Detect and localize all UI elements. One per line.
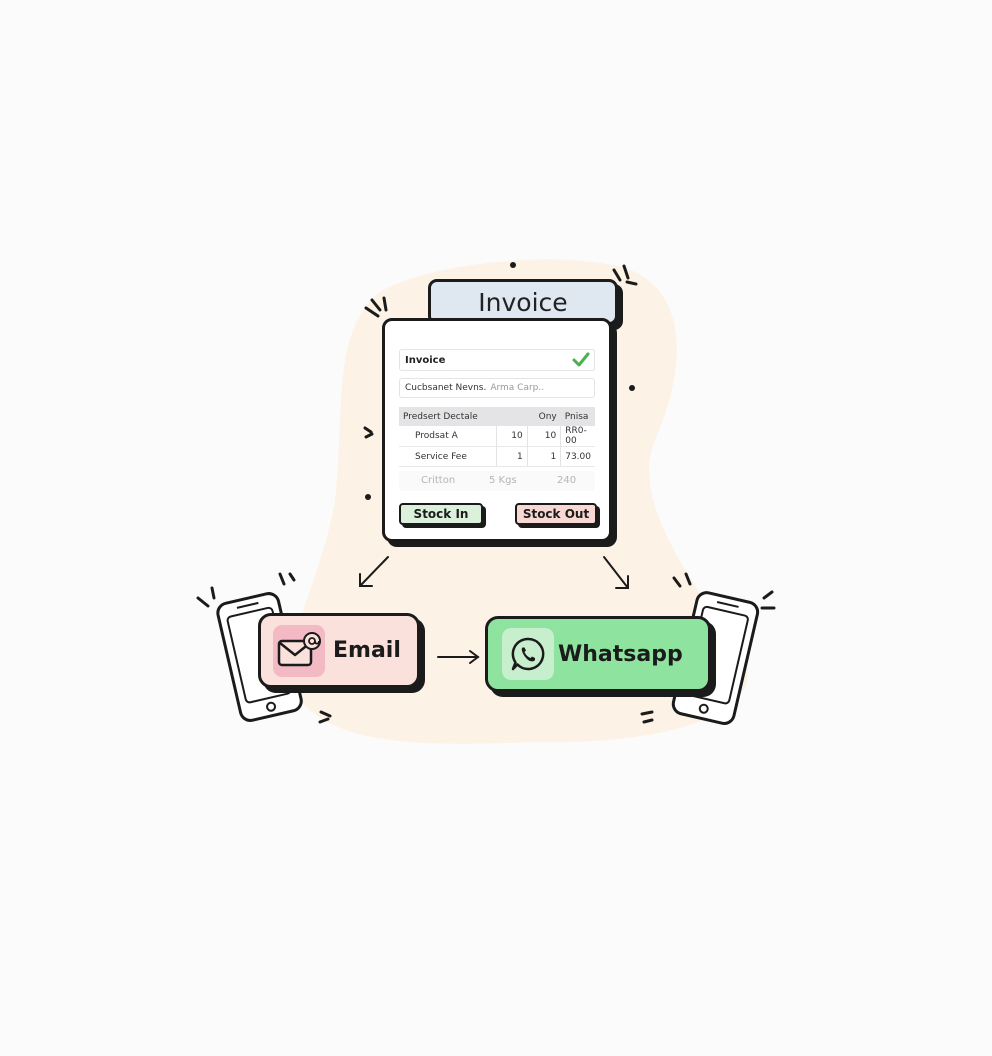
whatsapp-icon-tile <box>502 628 554 680</box>
table-header: Ony <box>527 407 561 426</box>
table-header: Pnisa <box>560 407 595 426</box>
customer-label: Cucbsanet Nevns. <box>405 383 487 393</box>
invoice-title-tab: Invoice <box>428 279 618 325</box>
arrow-down-left-icon <box>359 556 389 587</box>
table-header: Predsert Dectale <box>399 407 496 426</box>
table-cell: 1 <box>526 446 561 467</box>
table-cell: 10 <box>526 426 561 447</box>
table-row: Prodsat A 10 10 RR0-00 <box>399 426 595 447</box>
email-button[interactable]: Email <box>258 613 420 688</box>
faded-row: Critton 5 Kgs 240 <box>399 471 595 491</box>
whatsapp-icon <box>511 637 545 671</box>
table-cell: Prodsat A <box>399 426 496 447</box>
invoice-card: Invoice Cucbsanet Nevns. Arma Carp.. Pre… <box>382 318 612 542</box>
faded-cell: 5 Kgs <box>489 475 517 486</box>
sparkle-marks <box>196 264 776 724</box>
email-icon-tile <box>273 624 325 677</box>
customer-field[interactable]: Cucbsanet Nevns. Arma Carp.. <box>399 378 595 398</box>
stock-out-button[interactable]: Stock Out <box>515 503 597 525</box>
table-cell: 10 <box>495 426 528 447</box>
arrow-right-icon <box>437 650 480 664</box>
table-header-row: Predsert Dectale Ony Pnisa <box>399 407 595 426</box>
invoice-heading: Invoice <box>405 354 446 366</box>
whatsapp-label: Whatsapp <box>558 641 683 667</box>
whatsapp-button[interactable]: Whatsapp <box>485 616 711 692</box>
check-icon <box>572 352 590 367</box>
product-table: Predsert Dectale Ony Pnisa Prodsat A 10 … <box>399 407 595 467</box>
invoice-heading-row: Invoice <box>399 349 595 371</box>
table-cell: RR0-00 <box>560 426 595 447</box>
table-cell: 1 <box>495 446 528 467</box>
arrow-down-right-icon <box>603 556 629 589</box>
customer-value: Arma Carp.. <box>490 383 545 393</box>
dots <box>365 262 635 500</box>
stock-in-button[interactable]: Stock In <box>399 503 483 525</box>
faded-cell: Critton <box>421 475 456 486</box>
table-cell: Service Fee <box>399 446 496 467</box>
table-cell: 73.00 <box>560 446 595 467</box>
invoice-title: Invoice <box>478 287 568 317</box>
faded-cell: 240 <box>557 475 577 486</box>
table-header <box>496 407 528 426</box>
email-label: Email <box>333 638 401 663</box>
table-row: Service Fee 1 1 73.00 <box>399 446 595 467</box>
email-at-icon <box>277 631 321 666</box>
